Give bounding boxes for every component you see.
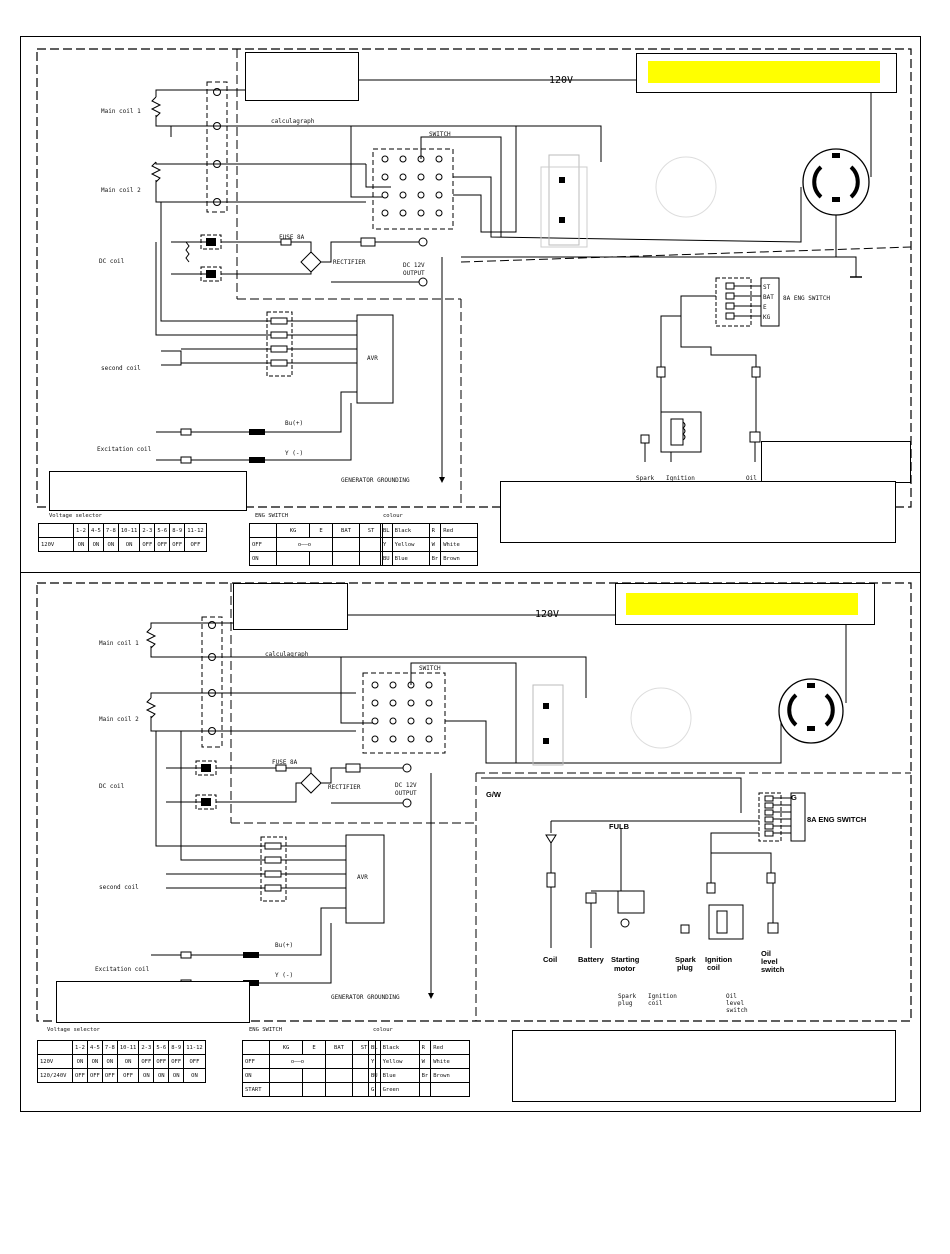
diagram-2-drawing: Main coil 1 Main coil 2 DC coil second c… bbox=[36, 582, 912, 1022]
svg-text:ST: ST bbox=[763, 284, 771, 291]
svg-text:SWITCH: SWITCH bbox=[419, 665, 441, 672]
svg-text:8A ENG SWITCH: 8A ENG SWITCH bbox=[783, 295, 830, 302]
svg-text:switch: switch bbox=[726, 1007, 748, 1014]
svg-text:BAT: BAT bbox=[763, 294, 774, 301]
title-callout-box bbox=[615, 583, 875, 625]
svg-text:AVR: AVR bbox=[357, 874, 368, 881]
svg-text:motor: motor bbox=[614, 964, 635, 973]
svg-text:RECTIFIER: RECTIFIER bbox=[328, 784, 361, 791]
blank-label-box bbox=[245, 52, 359, 101]
svg-text:8A ENG SWITCH: 8A ENG SWITCH bbox=[807, 815, 866, 824]
svg-text:FULB: FULB bbox=[609, 822, 630, 831]
svg-text:RECTIFIER: RECTIFIER bbox=[333, 259, 366, 266]
svg-text:Main coil 2: Main coil 2 bbox=[101, 187, 141, 194]
svg-text:GENERATOR GROUNDING: GENERATOR GROUNDING bbox=[331, 994, 400, 1001]
svg-text:Oil: Oil bbox=[746, 475, 757, 482]
blank-note-box bbox=[512, 1030, 896, 1102]
svg-text:Main coil 1: Main coil 1 bbox=[101, 108, 141, 115]
svg-text:Ignition: Ignition bbox=[648, 993, 677, 1000]
wiring-diagram-1: Main coil 1 Main coil 2 DC coil second c… bbox=[20, 36, 921, 574]
svg-text:Main coil 2: Main coil 2 bbox=[99, 716, 139, 723]
svg-text:FUSE 8A: FUSE 8A bbox=[279, 234, 305, 241]
svg-text:Ignition: Ignition bbox=[705, 955, 732, 964]
svg-text:FUSE 8A: FUSE 8A bbox=[272, 759, 298, 766]
svg-text:second coil: second coil bbox=[99, 884, 139, 891]
svg-text:level: level bbox=[761, 957, 778, 966]
svg-text:coil: coil bbox=[707, 963, 720, 972]
diagram-1-drawing: Main coil 1 Main coil 2 DC coil second c… bbox=[36, 48, 912, 508]
svg-text:KG: KG bbox=[763, 314, 771, 321]
voltage-table-title: Voltage selector bbox=[49, 513, 102, 519]
colour-table-title: colour bbox=[383, 513, 403, 519]
svg-text:G/W: G/W bbox=[486, 790, 502, 799]
svg-text:Spark: Spark bbox=[618, 993, 636, 1000]
svg-text:OUTPUT: OUTPUT bbox=[395, 790, 417, 797]
blank-note-box bbox=[500, 481, 896, 543]
svg-text:calculagraph: calculagraph bbox=[265, 651, 309, 658]
voltage-table-title: Voltage selector bbox=[47, 1027, 100, 1033]
highlight-bar bbox=[626, 593, 858, 615]
svg-text:Oil: Oil bbox=[761, 949, 771, 958]
svg-text:120V: 120V bbox=[535, 609, 559, 620]
svg-text:Spark: Spark bbox=[636, 475, 654, 482]
svg-text:DC 12V: DC 12V bbox=[395, 782, 417, 789]
svg-text:SWITCH: SWITCH bbox=[429, 131, 451, 138]
svg-text:Bu(+): Bu(+) bbox=[275, 942, 293, 949]
svg-text:OUTPUT: OUTPUT bbox=[403, 270, 425, 277]
svg-text:Main coil 1: Main coil 1 bbox=[99, 640, 139, 647]
blank-label-box bbox=[49, 471, 247, 511]
svg-text:second coil: second coil bbox=[101, 365, 141, 372]
svg-text:Ignition: Ignition bbox=[666, 475, 695, 482]
colour-table-title: colour bbox=[373, 1027, 393, 1033]
svg-text:Y (-): Y (-) bbox=[275, 972, 293, 979]
calculagraph-label: calculagraph bbox=[271, 118, 315, 125]
svg-text:coil: coil bbox=[648, 1000, 663, 1007]
svg-text:DC coil: DC coil bbox=[99, 258, 125, 265]
svg-text:Excitation coil: Excitation coil bbox=[95, 966, 150, 973]
svg-text:120V: 120V bbox=[549, 75, 573, 86]
svg-text:AVR: AVR bbox=[367, 355, 378, 362]
svg-text:DC 12V: DC 12V bbox=[403, 262, 425, 269]
svg-text:Bu(+): Bu(+) bbox=[285, 420, 303, 427]
eng-table-title: ENG SWITCH bbox=[249, 1027, 283, 1033]
svg-text:Spark: Spark bbox=[675, 955, 697, 964]
svg-text:Excitation coil: Excitation coil bbox=[97, 446, 152, 453]
svg-text:switch: switch bbox=[761, 965, 785, 974]
blank-label-box bbox=[56, 981, 250, 1023]
svg-text:Battery: Battery bbox=[578, 955, 605, 964]
svg-text:G: G bbox=[791, 793, 797, 802]
svg-text:plug: plug bbox=[677, 963, 693, 972]
svg-text:level: level bbox=[726, 1000, 744, 1007]
title-callout-box bbox=[636, 53, 897, 93]
svg-text:Y (-): Y (-) bbox=[285, 450, 303, 457]
svg-text:GENERATOR GROUNDING: GENERATOR GROUNDING bbox=[341, 477, 410, 484]
svg-text:Starting: Starting bbox=[611, 955, 640, 964]
highlight-bar bbox=[648, 61, 880, 83]
svg-text:plug: plug bbox=[618, 1000, 633, 1007]
blank-label-box bbox=[761, 441, 911, 483]
svg-text:E: E bbox=[763, 304, 767, 311]
svg-text:DC coil: DC coil bbox=[99, 783, 125, 790]
eng-table-title: ENG SWITCH bbox=[255, 513, 289, 519]
svg-text:Oil: Oil bbox=[726, 993, 737, 1000]
blank-label-box bbox=[233, 583, 348, 630]
svg-text:Coil: Coil bbox=[543, 955, 557, 964]
wiring-diagram-2: Main coil 1 Main coil 2 DC coil second c… bbox=[20, 572, 921, 1112]
